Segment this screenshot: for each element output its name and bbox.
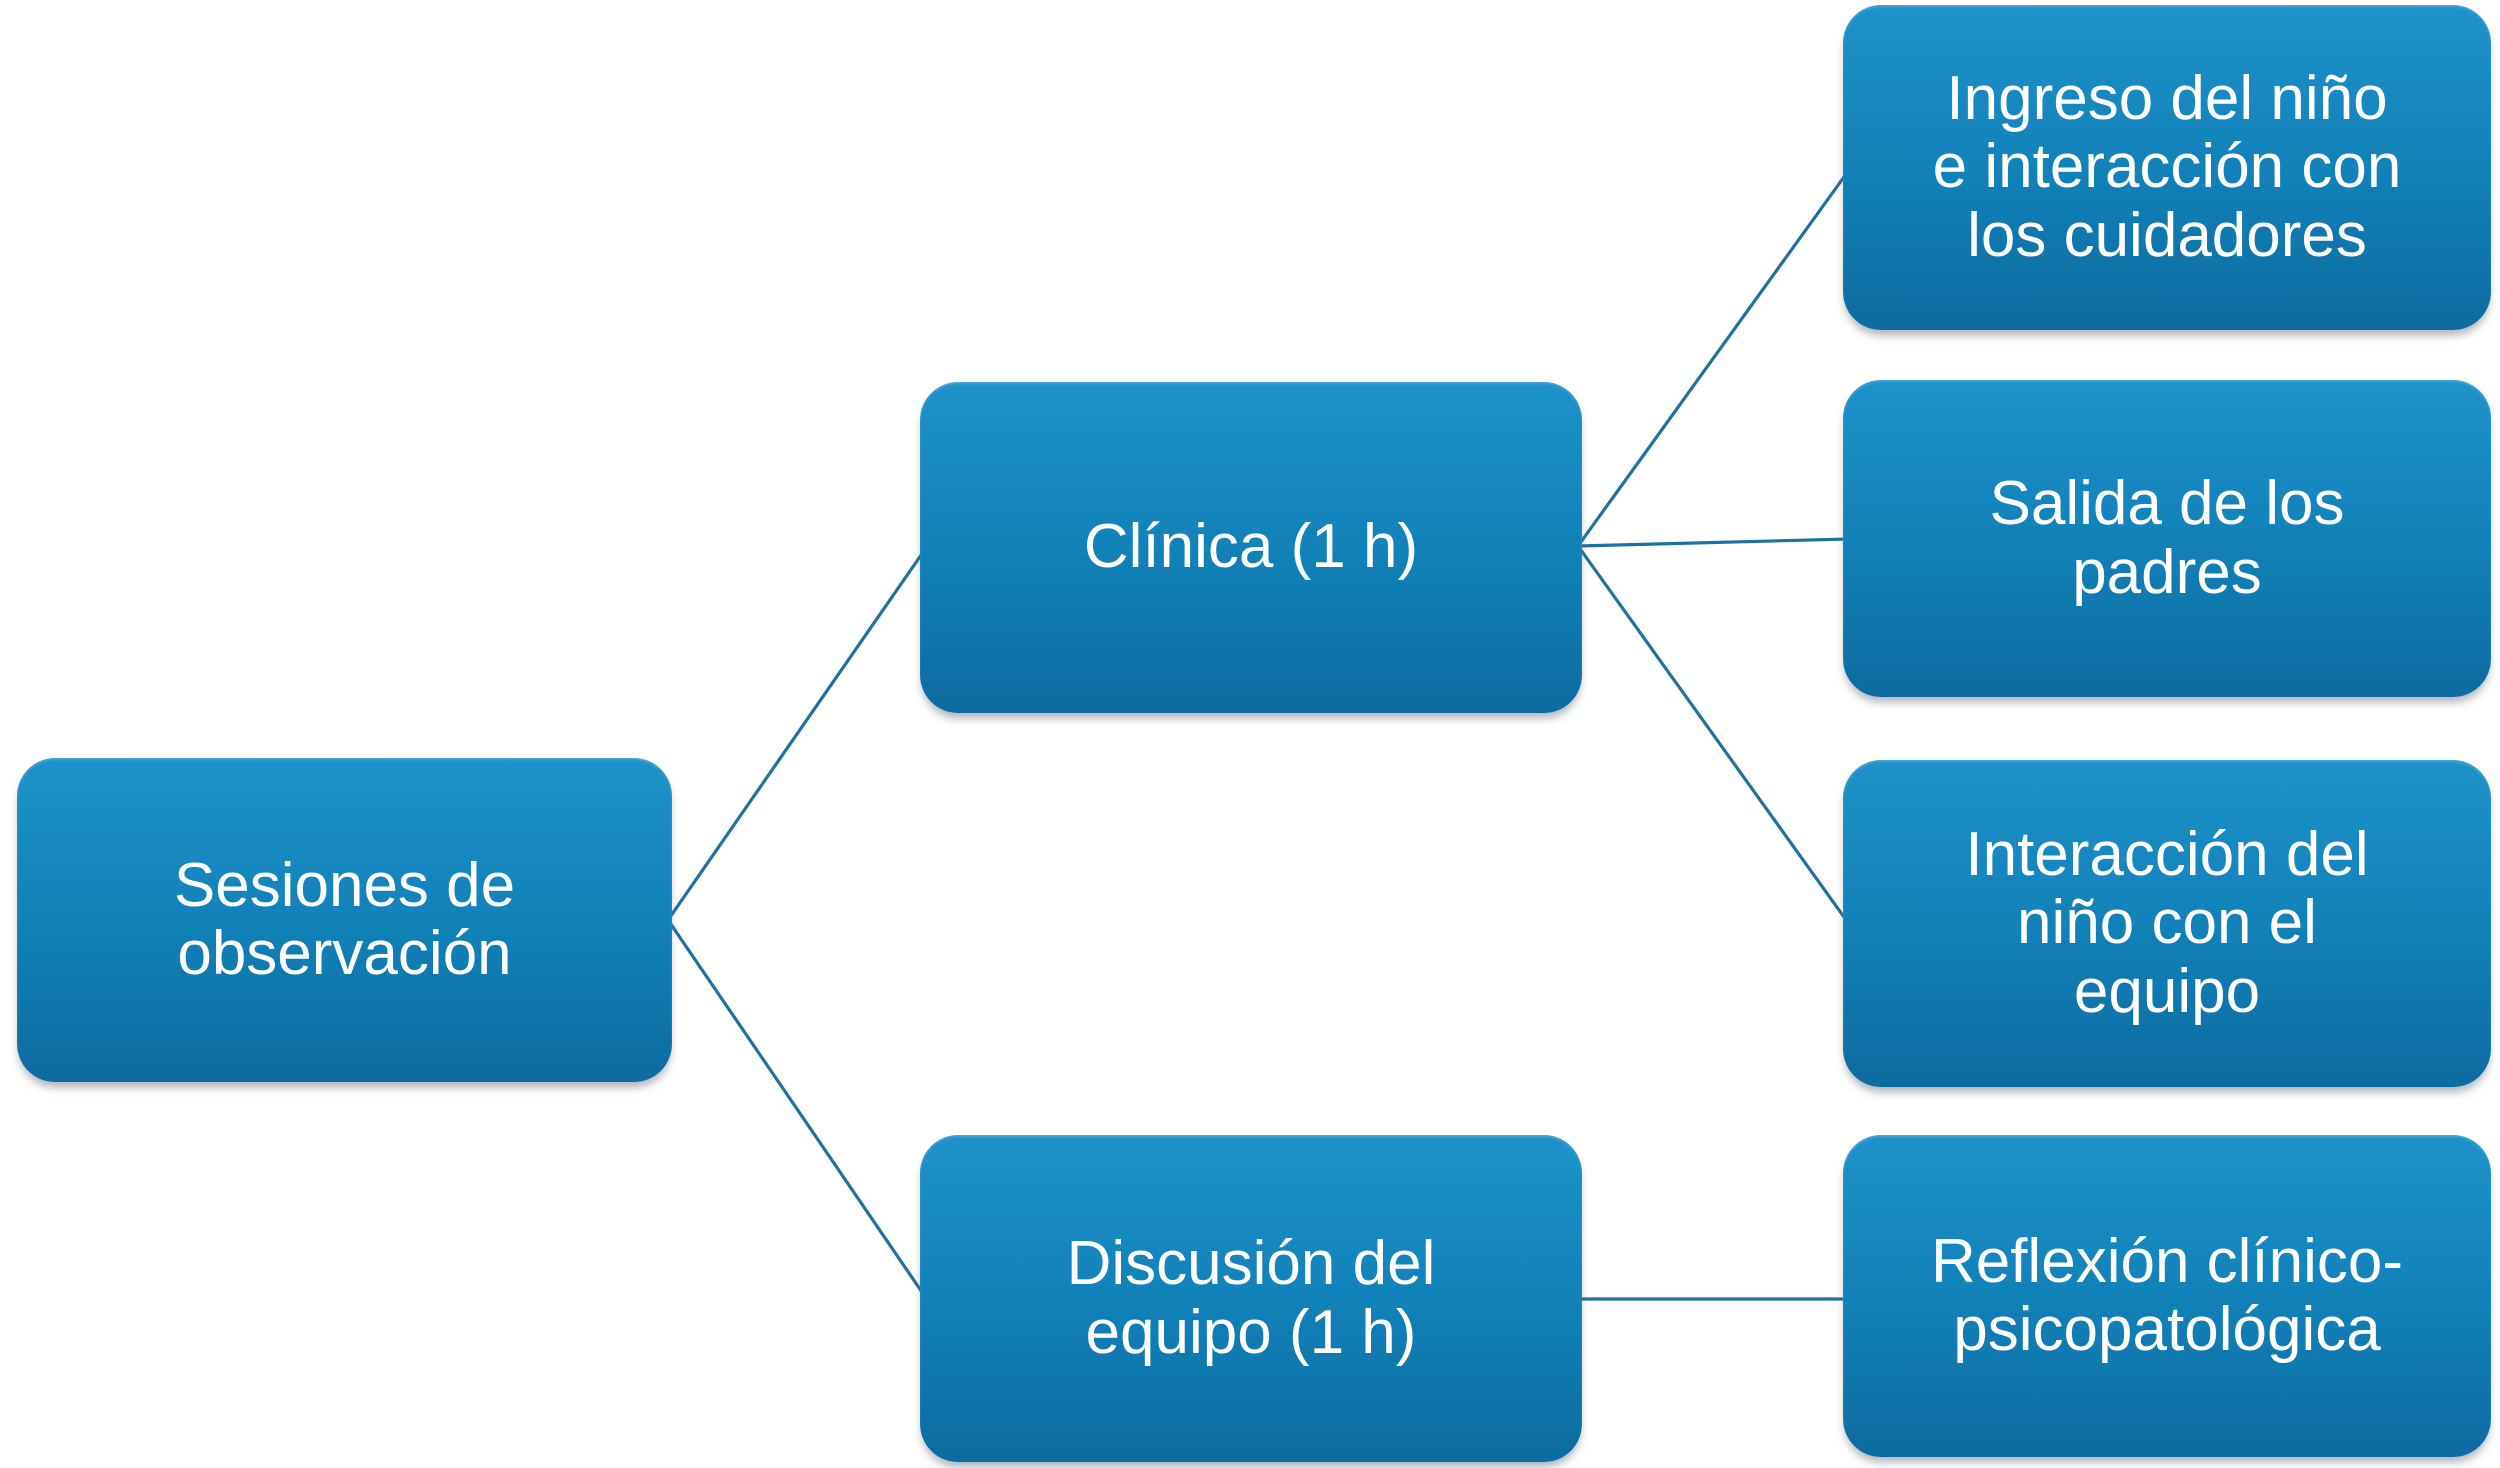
node-label: Reflexión clínico- psicopatológica [1930,1226,2404,1364]
node-label: Discusión del equipo (1 h) [1066,1229,1436,1367]
node-label: Interacción del niño con el equipo [1965,820,2369,1026]
node-label: Ingreso del niño e interacción con los c… [1932,64,2402,270]
node-clinica: Clínica (1 h) [920,382,1582,713]
node-interaccion-del-nino: Interacción del niño con el equipo [1843,760,2491,1087]
node-salida-de-los-padres: Salida de los padres [1843,380,2491,697]
connector-clinica-ingreso [1576,169,1851,547]
connector-root-discusion [666,919,928,1299]
node-label: Sesiones de observación [173,850,516,988]
node-label: Clínica (1 h) [1083,512,1419,582]
node-discusion-del-equipo: Discusión del equipo (1 h) [920,1135,1582,1462]
connector-clinica-interaccion [1576,545,1851,925]
node-label: Salida de los padres [1989,469,2345,607]
connector-root-clinica [666,547,928,921]
node-sesiones-de-observacion: Sesiones de observación [17,758,672,1082]
node-reflexion-clinico-psicopatologica: Reflexión clínico- psicopatológica [1843,1135,2491,1457]
node-ingreso-del-nino: Ingreso del niño e interacción con los c… [1843,5,2491,330]
connector-clinica-salida [1577,537,1850,548]
